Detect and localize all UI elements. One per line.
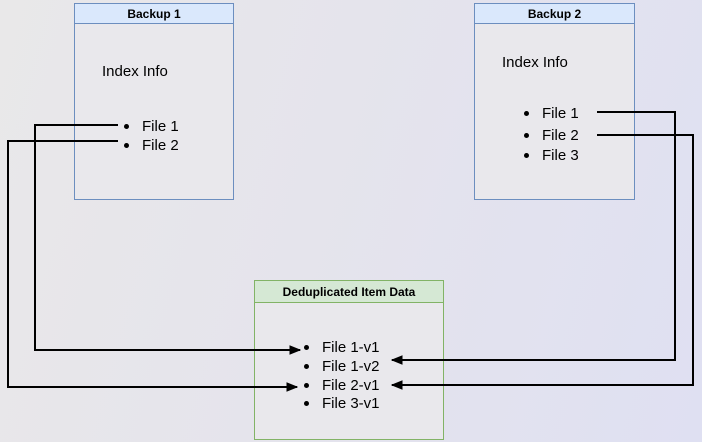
backup-2-box: Backup 2 <box>474 3 635 200</box>
backup-2-item-label: File 3 <box>542 147 579 164</box>
backup-2-item-file-3: File 3 <box>524 146 579 165</box>
backup-1-header: Backup 1 <box>75 4 233 24</box>
bullet-icon <box>304 383 309 388</box>
bullet-icon <box>124 143 129 148</box>
dedup-item-file-1-v2: File 1-v2 <box>304 357 380 376</box>
backup-1-subtitle: Index Info <box>102 63 168 80</box>
bullet-icon <box>124 124 129 129</box>
bullet-icon <box>304 345 309 350</box>
deduplicated-item-data-header: Deduplicated Item Data <box>255 281 443 303</box>
backup-2-item-label: File 2 <box>542 127 579 144</box>
dedup-item-file-3-v1: File 3-v1 <box>304 394 380 413</box>
bullet-icon <box>524 111 529 116</box>
dedup-item-file-1-v1: File 1-v1 <box>304 338 380 357</box>
backup-1-item-label: File 2 <box>142 137 179 154</box>
bullet-icon <box>304 401 309 406</box>
backup-2-subtitle: Index Info <box>502 54 568 71</box>
backup-1-item-file-2: File 2 <box>124 136 179 155</box>
backup-1-item-label: File 1 <box>142 118 179 135</box>
bullet-icon <box>524 153 529 158</box>
backup-1-title: Backup 1 <box>127 6 181 21</box>
backup-2-item-file-2: File 2 <box>524 126 579 145</box>
backup-2-item-label: File 1 <box>542 105 579 122</box>
backup-1-item-file-1: File 1 <box>124 117 179 136</box>
dedup-item-label: File 1-v2 <box>322 358 380 375</box>
dedup-item-label: File 2-v1 <box>322 377 380 394</box>
dedup-item-file-2-v1: File 2-v1 <box>304 376 380 395</box>
dedup-item-label: File 1-v1 <box>322 339 380 356</box>
deduplicated-item-data-title: Deduplicated Item Data <box>282 284 416 299</box>
backup-2-title: Backup 2 <box>527 6 582 21</box>
bullet-icon <box>524 133 529 138</box>
bullet-icon <box>304 364 309 369</box>
backup-2-item-file-1: File 1 <box>524 104 579 123</box>
backup-2-header: Backup 2 <box>475 4 634 24</box>
dedup-item-label: File 3-v1 <box>322 395 380 412</box>
backup-1-box: Backup 1 <box>74 3 234 200</box>
